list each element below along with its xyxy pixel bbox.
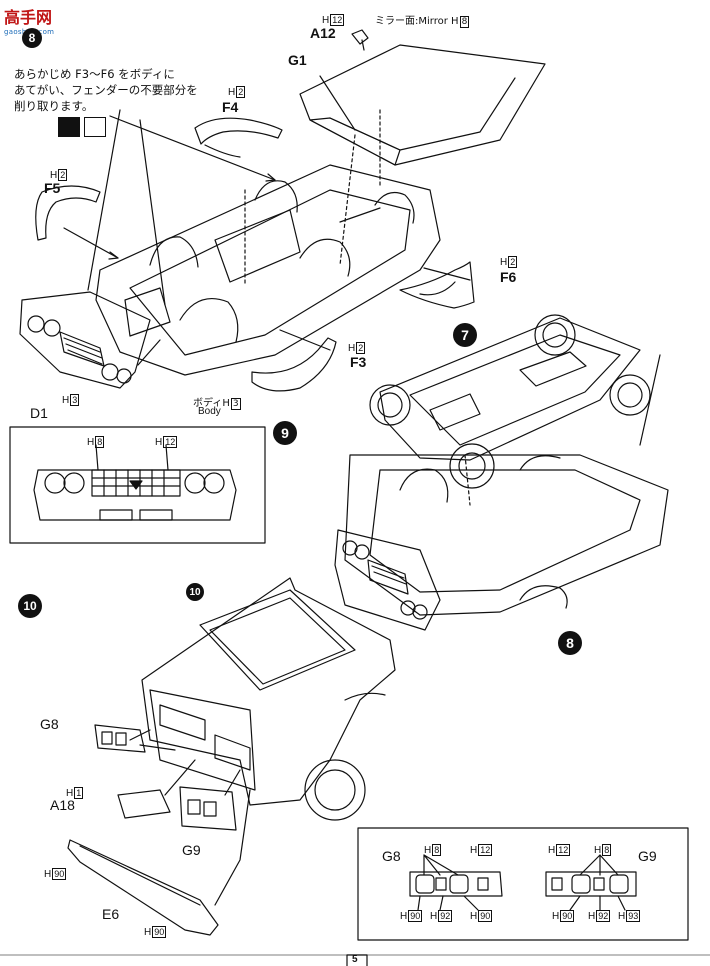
page-number: 5 — [352, 954, 358, 965]
part-e6-label: E6 — [102, 906, 120, 922]
colorbox-g9-label: G9 — [638, 848, 657, 864]
watermark-brand: 高手网 — [4, 8, 53, 27]
step-7-badge: 7 — [453, 323, 477, 347]
step-10-badge: 10 — [18, 594, 42, 618]
step-10-small-badge: 10 — [186, 583, 204, 601]
part-g1-label: G1 — [288, 52, 307, 68]
step-9-badge: 9 — [273, 421, 297, 445]
part-a12-label: A12 — [310, 25, 336, 41]
part-g9-label: G9 — [182, 842, 201, 858]
step-8-badge: 8 — [558, 631, 582, 655]
tool-icon-knife — [58, 117, 80, 137]
instruction-text: あらかじめ F3～F6 をボディに あてがい、フェンダーの不要部分を 削り取りま… — [14, 67, 198, 113]
colorbox-g8-label: G8 — [382, 848, 401, 864]
body-label-en: Body — [198, 406, 221, 417]
tool-icon-sandpaper — [84, 117, 106, 137]
part-f6-label: F6 — [500, 269, 517, 285]
part-f4-label: F4 — [222, 99, 239, 115]
part-f3-label: F3 — [350, 354, 367, 370]
part-g8-label: G8 — [40, 716, 59, 732]
part-d1-label: D1 — [30, 405, 48, 421]
part-a18-label: A18 — [50, 797, 75, 813]
part-f5-label: F5 — [44, 180, 61, 196]
step-8-badge-top: 8 — [22, 28, 42, 48]
